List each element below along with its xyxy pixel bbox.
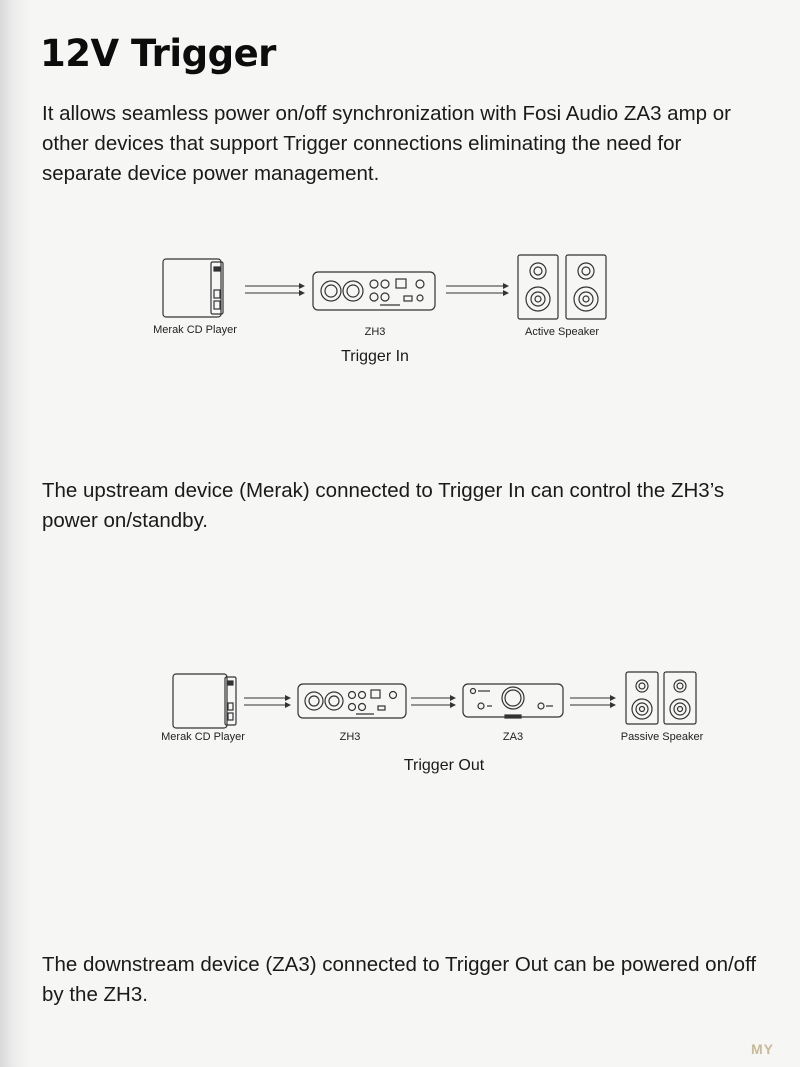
za3-amp-icon xyxy=(462,683,564,719)
cd-player-icon xyxy=(172,673,237,729)
intro-paragraph: It allows seamless power on/off synchron… xyxy=(42,102,731,185)
arrow-zh3-to-za3 xyxy=(411,695,456,708)
passive-speaker-icon xyxy=(625,671,697,725)
trigger-out-description: The downstream device (ZA3) connected to… xyxy=(42,953,757,1006)
device-label: ZA3 xyxy=(502,731,524,743)
page-binding-shadow xyxy=(0,0,30,1067)
device-label: ZH3 xyxy=(364,326,386,338)
trigger-out-diagram: Merak CD Player ZH3 ZA3 Passive Speaker … xyxy=(0,660,800,780)
trigger-in-diagram-graphic xyxy=(162,254,607,320)
device-label: Passive Speaker xyxy=(620,731,704,743)
trigger-out-diagram-graphic xyxy=(172,671,697,729)
watermark: MY xyxy=(751,1041,774,1057)
zh3-device-icon xyxy=(312,271,436,311)
zh3-device-icon xyxy=(297,683,407,719)
cd-player-icon xyxy=(162,258,224,318)
active-speaker-icon xyxy=(517,254,607,320)
arrow-za3-to-speaker xyxy=(570,695,616,708)
arrow-cd-to-zh3 xyxy=(244,695,291,708)
trigger-in-description: The upstream device (Merak) connected to… xyxy=(42,479,725,532)
diagram-caption: Trigger Out xyxy=(403,757,485,774)
diagram-caption: Trigger In xyxy=(341,348,409,365)
arrow-cd-to-zh3 xyxy=(245,283,305,296)
trigger-in-diagram: Merak CD Player ZH3 Active Speaker Trigg… xyxy=(0,240,800,380)
device-label: Merak CD Player xyxy=(161,731,245,743)
device-label: ZH3 xyxy=(339,731,361,743)
page-title: 12V Trigger xyxy=(40,32,276,75)
device-label: Active Speaker xyxy=(525,326,599,338)
device-label: Merak CD Player xyxy=(153,324,237,336)
arrow-zh3-to-speaker xyxy=(446,283,509,296)
